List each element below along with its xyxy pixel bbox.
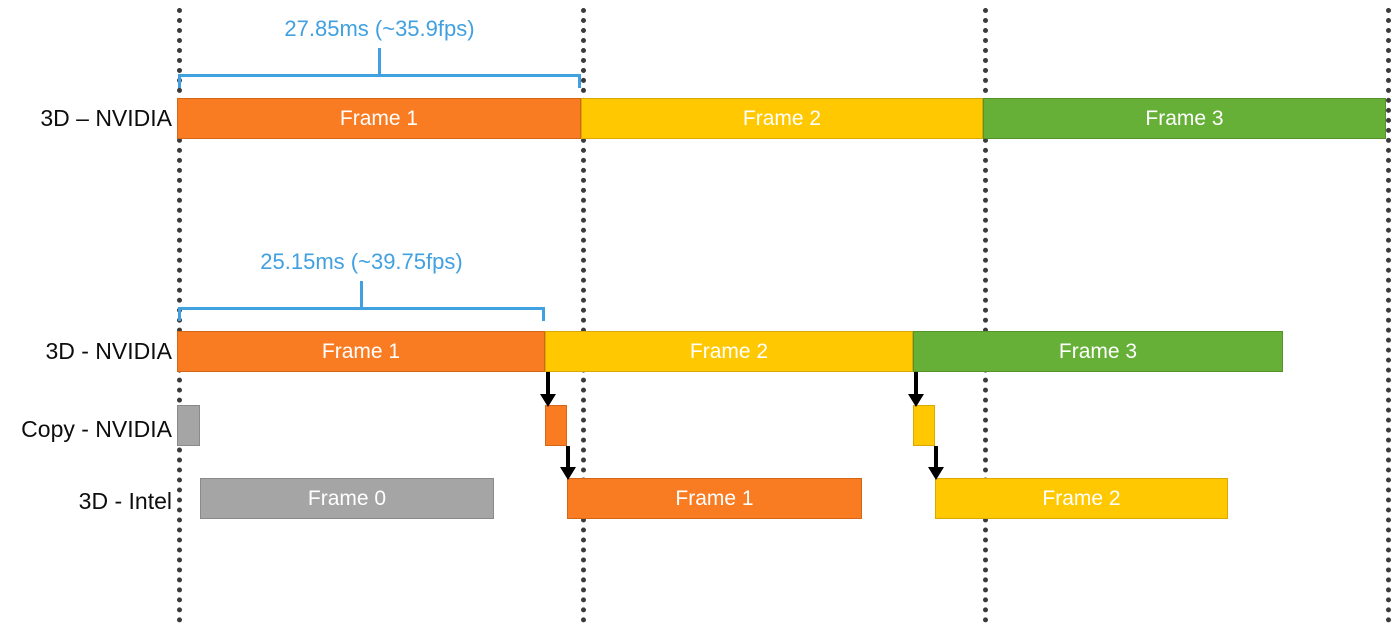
arrow-shaft [566, 446, 570, 472]
brace-left-tick [178, 74, 181, 88]
bar-row2-frame1: Frame 1 [177, 331, 545, 372]
arrow-head-icon [540, 394, 556, 407]
brace-right-tick [542, 307, 545, 321]
brace-stem [360, 281, 363, 307]
bar-row1-frame1: Frame 1 [177, 98, 581, 139]
row-label-3d-nvidia-bottom: 3D - NVIDIA [45, 338, 172, 364]
arrow-head-icon [560, 467, 576, 480]
row-label-copy-nvidia: Copy - NVIDIA [21, 416, 172, 442]
vsync-line-3 [1386, 8, 1391, 623]
bar-row2-frame3: Frame 3 [913, 331, 1283, 372]
bar-row4-frame2: Frame 2 [935, 478, 1228, 519]
bar-row4-frame0: Frame 0 [200, 478, 494, 519]
arrow-head-icon [928, 467, 944, 480]
bar-row3-copy2 [913, 405, 935, 446]
brace-right-tick [578, 74, 581, 88]
arrow-shaft [934, 446, 938, 472]
brace-left-tick [178, 307, 181, 321]
bar-row2-frame2: Frame 2 [545, 331, 913, 372]
bar-row1-frame3: Frame 3 [983, 98, 1386, 139]
arrow-shaft [546, 372, 550, 398]
arrow-head-icon [908, 394, 924, 407]
bar-row3-copy0 [177, 405, 200, 446]
vsync-line-2 [983, 8, 988, 623]
row-label-3d-intel: 3D - Intel [78, 488, 172, 514]
arrow-shaft [914, 372, 918, 398]
row-label-3d-nvidia-top: 3D – NVIDIA [40, 105, 172, 131]
vsync-line-1 [581, 8, 586, 623]
brace-horizontal-line [178, 74, 581, 77]
annotation-label-bottom: 25.15ms (~39.75fps) [260, 249, 463, 274]
bar-row1-frame2: Frame 2 [581, 98, 983, 139]
annotation-label-top: 27.85ms (~35.9fps) [284, 16, 475, 41]
brace-horizontal-line [178, 307, 545, 310]
bar-row4-frame1: Frame 1 [567, 478, 862, 519]
brace-stem [378, 48, 381, 74]
bar-row3-copy1 [545, 405, 567, 446]
